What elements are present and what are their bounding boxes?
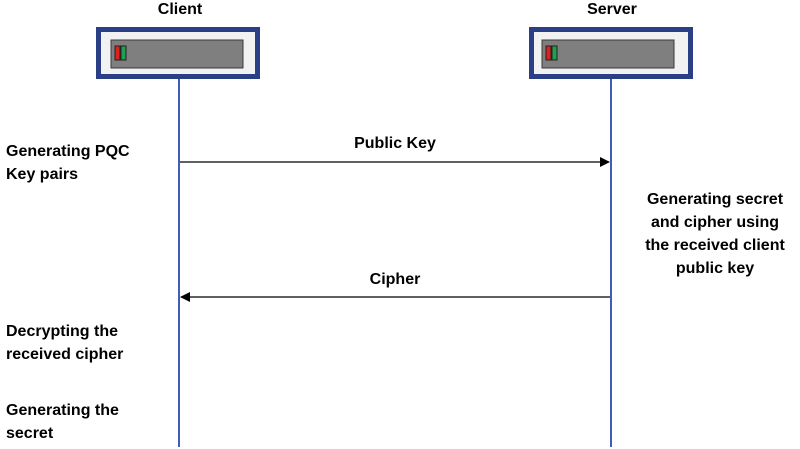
client-secret-note: Generating the secret	[6, 399, 119, 445]
client-keygen-note: Generating PQC Key pairs	[6, 140, 130, 186]
note-line: Generating the	[6, 402, 119, 419]
client-node-icon	[96, 27, 260, 79]
server-label: Server	[587, 1, 637, 18]
server-led-red-icon	[545, 45, 552, 61]
note-line: and cipher using	[650, 214, 779, 231]
note-line: public key	[675, 260, 755, 277]
server-node-icon	[529, 27, 693, 79]
note-line: secret	[6, 425, 54, 442]
client-label: Client	[157, 1, 203, 18]
note-line: Generating secret	[646, 191, 784, 208]
note-line: received cipher	[6, 346, 124, 363]
client-led-green-icon	[120, 45, 127, 61]
note-line: Decrypting the	[6, 323, 119, 340]
client-led-red-icon	[114, 45, 121, 61]
server-led-green-icon	[551, 45, 558, 61]
note-line: the received client	[645, 237, 785, 254]
server-generate-note: Generating secret and cipher using the r…	[630, 188, 800, 280]
cipher-label: Cipher	[369, 271, 421, 288]
note-line: Key pairs	[6, 166, 79, 183]
server-node-body	[541, 39, 675, 69]
public-key-label: Public Key	[354, 135, 436, 152]
client-node-body	[110, 39, 244, 69]
client-decrypt-note: Decrypting the received cipher	[6, 320, 123, 366]
note-line: Generating PQC	[6, 143, 130, 160]
